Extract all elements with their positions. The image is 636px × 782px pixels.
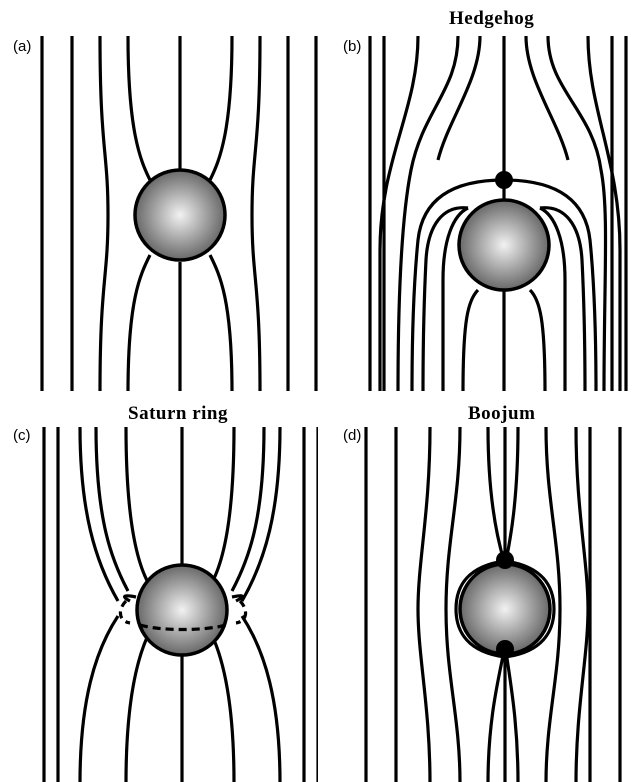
panel-c-field-lines <box>42 426 318 782</box>
panel-label: (c) <box>13 427 31 444</box>
panel-a-field-lines <box>40 35 318 391</box>
panel-title: Hedgehog <box>449 8 535 29</box>
panel-label: (a) <box>13 38 32 55</box>
panel-b-field-lines <box>368 35 628 391</box>
panel-c: (c) Saturn ring <box>0 391 318 782</box>
colloid-particle-a <box>133 168 227 262</box>
panel-title: Saturn ring <box>128 403 228 424</box>
panel-b: (b) Hedgehog <box>318 0 636 391</box>
panel-d: (d) Boojum <box>318 391 636 782</box>
panel-label: (d) <box>343 427 362 444</box>
colloid-particle-b <box>457 198 551 292</box>
boojum-defect-top <box>496 551 514 569</box>
panel-title: Boojum <box>468 403 536 424</box>
panel-label: (b) <box>343 38 362 55</box>
colloid-particle-c <box>135 563 229 657</box>
boojum-defect-bottom <box>496 640 514 658</box>
hedgehog-defect-point <box>495 171 513 189</box>
saturn-ring-defect <box>118 594 248 632</box>
panel-a: (a) <box>0 0 318 391</box>
panel-d-field-lines <box>364 426 622 782</box>
